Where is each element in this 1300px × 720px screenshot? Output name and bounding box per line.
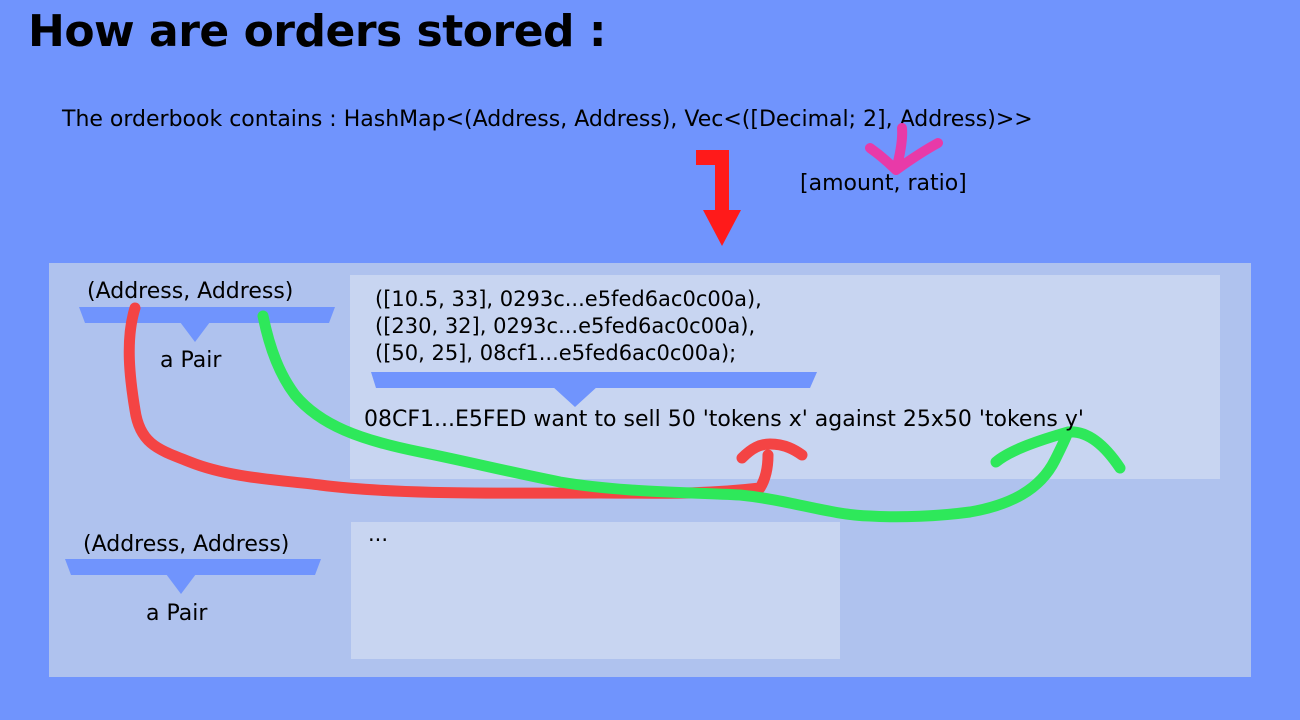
order-entry: ([50, 25], 08cf1...e5fed6ac0c00a);: [375, 341, 737, 365]
order-explanation: 08CF1...E5FED want to sell 50 'tokens x'…: [364, 407, 1084, 432]
orders-brace-pointer: [552, 386, 598, 407]
order-entry: ([10.5, 33], 0293c...e5fed6ac0c00a),: [375, 287, 762, 311]
page-title: How are orders stored :: [28, 6, 606, 57]
pair-brace-2: [65, 559, 321, 575]
pair-brace-pointer-1: [180, 322, 210, 342]
order-entry: ([230, 32], 0293c...e5fed6ac0c00a),: [375, 314, 756, 338]
pair-brace-1: [79, 307, 335, 323]
orders-vector-box-2: [351, 522, 840, 659]
orderbook-description: The orderbook contains : HashMap<(Addres…: [62, 107, 1033, 132]
pair-brace-pointer-2: [166, 574, 196, 594]
pair-key-2: (Address, Address): [83, 532, 290, 557]
green-link-line: [257, 310, 1126, 523]
down-arrow-icon: [696, 150, 741, 246]
pair-caption-1: a Pair: [160, 348, 222, 373]
orders-list: ([10.5, 33], 0293c...e5fed6ac0c00a), ([2…: [375, 286, 762, 367]
orders-brace: [371, 372, 817, 388]
amount-ratio-annotation: [amount, ratio]: [800, 171, 967, 196]
ellipsis-text: ...: [368, 522, 389, 546]
pair-key-1: (Address, Address): [87, 279, 294, 304]
pair-caption-2: a Pair: [146, 601, 208, 626]
pink-arrow-icon: [865, 123, 943, 175]
